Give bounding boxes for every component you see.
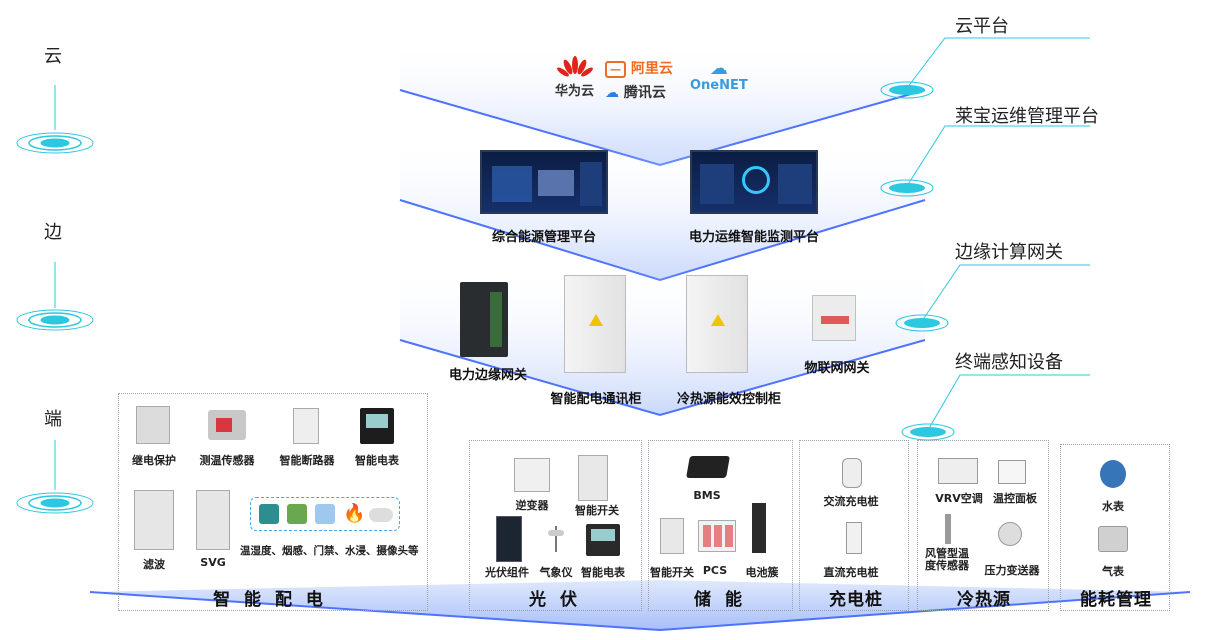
ac-pile-device — [842, 458, 862, 488]
charging-category-box — [799, 440, 909, 611]
layer-title-cloud: 云平台 — [955, 16, 1009, 37]
relay-label: 继电保护 — [132, 454, 176, 467]
category-pv: 光 伏 — [529, 590, 581, 610]
vrv-label: VRV空调 — [935, 492, 983, 505]
filter-label: 滤波 — [143, 558, 165, 571]
power-edge-gateway-device — [460, 282, 508, 357]
pressure-transmitter-device — [998, 522, 1022, 546]
dist-cabinet-device — [564, 275, 626, 373]
temp-sensor-label: 测温传感器 — [199, 454, 255, 467]
energy-platform-label: 综合能源管理平台 — [491, 230, 596, 245]
weather-label: 气象仪 — [539, 566, 573, 579]
onenet-logo: ☁ OneNET — [690, 58, 748, 94]
pcs-device — [698, 520, 736, 552]
dist-category-box — [118, 393, 428, 611]
iot-gateway-device — [812, 295, 856, 341]
relay-protection-device — [136, 406, 170, 444]
hvac-category-box — [917, 440, 1049, 611]
access-control-icon — [315, 504, 335, 524]
tier-rings-left — [16, 85, 94, 514]
energy-platform-screen — [480, 150, 608, 214]
pv-meter-device — [586, 524, 620, 556]
duct-sensor-device — [945, 514, 951, 544]
pv-module-label: 光伏组件 — [485, 566, 529, 579]
layer-title-terminal: 终端感知设备 — [955, 352, 1063, 373]
pv-switch-label: 智能开关 — [575, 504, 619, 517]
onenet-label: OneNET — [690, 78, 748, 93]
dc-pile-device — [846, 522, 862, 554]
category-dist: 智 能 配 电 — [213, 590, 327, 610]
water-meter-label: 水表 — [1102, 500, 1124, 513]
thermostat-device — [998, 460, 1026, 484]
platform-layer-plane — [399, 140, 926, 282]
gas-meter-device — [1098, 526, 1128, 552]
duct-sensor-label: 风管型温 度传感器 — [922, 548, 972, 572]
huawei-cloud-label: 华为云 — [555, 84, 595, 99]
aliyun-label: 阿里云 — [630, 61, 673, 77]
tier-label-edge: 边 — [44, 222, 62, 243]
tier-label-cloud: 云 — [44, 46, 62, 67]
battery-label: 电池簇 — [745, 566, 779, 579]
layer-title-edge: 边缘计算网关 — [955, 242, 1063, 263]
smart-breaker-device — [293, 408, 319, 444]
battery-cluster-device — [752, 503, 766, 553]
meter-label: 智能电表 — [355, 454, 399, 467]
category-energy: 能耗管理 — [1080, 590, 1152, 610]
inverter-device — [514, 458, 550, 492]
thermometer-icon — [259, 504, 279, 524]
power-edge-gateway-label: 电力边缘网关 — [448, 368, 527, 383]
pv-category-box — [469, 440, 642, 611]
duct-sensor-label-line1: 风管型温 — [925, 547, 969, 560]
bms-label: BMS — [693, 489, 721, 502]
filter-cabinet-device — [134, 490, 174, 550]
aliyun-logo: — 阿里云 — [605, 58, 673, 78]
fire-icon: 🔥 — [343, 503, 366, 524]
power-ops-platform-screen — [690, 150, 818, 214]
huawei-logo-icon — [556, 56, 594, 80]
pcs-label: PCS — [702, 564, 728, 577]
storage-category-box — [648, 440, 793, 611]
breaker-label: 智能断路器 — [279, 454, 335, 467]
end-layer-plane — [89, 580, 1191, 632]
pv-module-device — [496, 516, 522, 562]
smart-meter-device — [360, 408, 394, 444]
camera-icon — [369, 508, 393, 522]
hvac-cabinet-label: 冷热源能效控制柜 — [676, 392, 781, 407]
gas-meter-label: 气表 — [1102, 565, 1124, 578]
energy-category-box — [1060, 444, 1170, 611]
iot-gateway-label: 物联网网关 — [804, 361, 870, 376]
ac-pile-label: 交流充电桩 — [823, 495, 879, 508]
category-hvac: 冷热源 — [957, 590, 1011, 610]
svg-label: SVG — [200, 556, 226, 569]
pv-smart-switch-device — [578, 455, 608, 501]
layer-title-ops: 莱宝运维管理平台 — [955, 106, 1099, 127]
env-sensors-group: 🔥 — [250, 497, 400, 531]
tier-label-end: 端 — [44, 409, 62, 430]
edge-layer-plane — [399, 265, 926, 417]
svg-cabinet-device — [196, 490, 230, 550]
dc-pile-label: 直流充电桩 — [823, 566, 879, 579]
inverter-label: 逆变器 — [515, 499, 549, 512]
duct-sensor-label-line2: 度传感器 — [925, 559, 969, 572]
smoke-detector-icon — [287, 504, 307, 524]
pressure-label: 压力变送器 — [984, 564, 1040, 577]
category-storage: 储 能 — [694, 590, 746, 610]
water-meter-device — [1100, 460, 1126, 488]
temp-sensor-device — [208, 410, 246, 440]
thermostat-label: 温控面板 — [993, 492, 1037, 505]
tencent-logo: ☁ 腾讯云 — [605, 85, 666, 101]
tencent-label: 腾讯云 — [623, 85, 666, 101]
hvac-cabinet-device — [686, 275, 748, 373]
weather-station-device — [545, 526, 567, 552]
dist-cabinet-label: 智能配电通讯柜 — [550, 392, 642, 407]
pv-meter-label: 智能电表 — [581, 566, 625, 579]
vrv-device — [938, 458, 978, 484]
bms-device — [686, 456, 730, 478]
storage-switch-device — [660, 518, 684, 554]
storage-switch-label: 智能开关 — [650, 566, 694, 579]
callouts-right — [880, 37, 1090, 441]
env-sensors-label: 温湿度、烟感、门禁、水浸、摄像头等 — [240, 545, 419, 557]
category-charging: 充电桩 — [829, 590, 883, 610]
power-ops-platform-label: 电力运维智能监测平台 — [688, 230, 819, 245]
